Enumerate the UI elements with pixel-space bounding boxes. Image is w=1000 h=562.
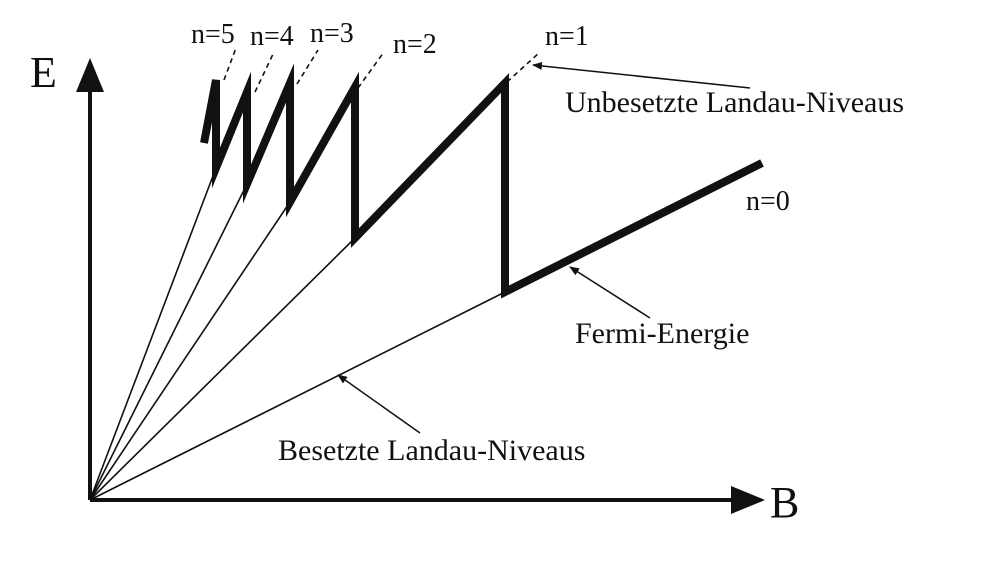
level-line-n1 — [89, 237, 356, 501]
dash-n5 — [223, 47, 237, 81]
level-label-n4: n=4 — [250, 21, 294, 52]
occupied-levels-label: Besetzte Landau-Niveaus — [278, 434, 585, 467]
level-label-n0: n=0 — [746, 186, 790, 217]
unoccupied-levels-label: Unbesetzte Landau-Niveaus — [565, 86, 904, 119]
fermi-energy-label: Fermi-Energie — [575, 317, 749, 350]
axes — [76, 58, 765, 514]
dashed-extensions — [223, 47, 541, 93]
level-line-n3 — [89, 183, 248, 501]
annotation-arrows — [337, 61, 751, 434]
arrow-unoccupied — [532, 61, 751, 89]
dash-n4 — [254, 51, 275, 93]
level-label-n1: n=1 — [545, 21, 589, 52]
level-line-n0 — [89, 291, 506, 501]
dash-n1 — [506, 51, 541, 83]
y-axis-label: E — [30, 48, 57, 97]
arrow-fermi — [569, 266, 651, 319]
landau-level-lines — [89, 167, 506, 501]
level-label-n3: n=3 — [310, 18, 354, 49]
level-label-n5: n=5 — [191, 19, 235, 50]
level-line-n2 — [89, 201, 291, 501]
x-axis-label: B — [770, 478, 799, 527]
fermi-energy-curve — [200, 63, 764, 299]
dash-n3 — [296, 49, 319, 85]
y-axis-arrowhead — [76, 58, 104, 92]
level-label-n2: n=2 — [393, 29, 437, 60]
level-line-n4 — [89, 167, 217, 501]
arrow-occupied — [337, 374, 421, 434]
x-axis-arrowhead — [731, 486, 765, 514]
dash-n2 — [357, 51, 385, 89]
